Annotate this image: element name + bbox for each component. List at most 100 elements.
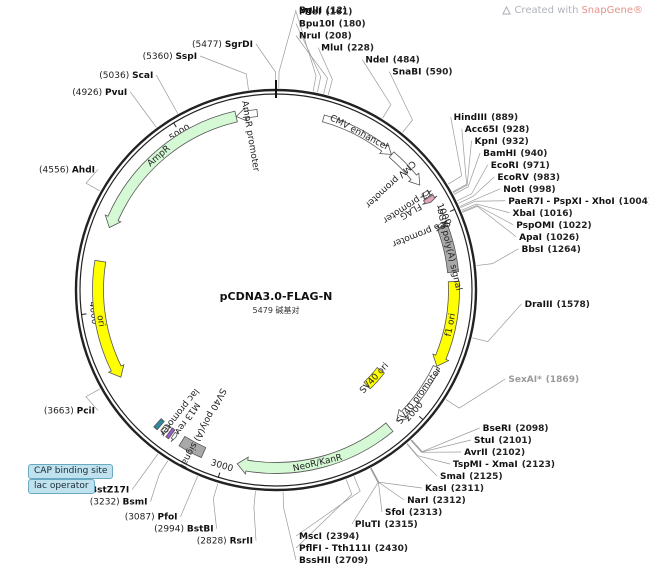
site-bamhi[interactable]: BamHI(940) bbox=[483, 149, 547, 159]
site-name: EcoRV(983) bbox=[497, 173, 560, 183]
site-name: SnaBI(590) bbox=[392, 68, 452, 78]
feature-lac-operator[interactable] bbox=[165, 427, 176, 440]
site-bsmi[interactable]: (3232) BsmI bbox=[90, 498, 148, 508]
site-ecorv[interactable]: EcoRV(983) bbox=[497, 173, 560, 183]
site-name: MfeI(161) bbox=[299, 8, 352, 18]
site-position: (590) bbox=[425, 68, 452, 78]
site-position: (998) bbox=[529, 185, 556, 195]
site-pluti[interactable]: PluTI(2315) bbox=[355, 520, 418, 530]
feature-sp6-promoter[interactable] bbox=[435, 222, 448, 229]
site-ndei[interactable]: NdeI(484) bbox=[365, 56, 419, 66]
site-leader-ahdi bbox=[85, 169, 101, 192]
snapgene-watermark: Created with SnapGene® bbox=[502, 5, 643, 16]
feature-cmv-enhancer[interactable] bbox=[321, 114, 392, 155]
site-pvui[interactable]: (4926) PvuI bbox=[72, 88, 127, 98]
feature-sv40-poly-a-signal[interactable] bbox=[178, 435, 207, 459]
site-avrii[interactable]: AvrII(2102) bbox=[464, 448, 525, 458]
site-position: (932) bbox=[502, 137, 529, 147]
site-nari[interactable]: NarI(2312) bbox=[407, 496, 466, 506]
site-xbai[interactable]: XbaI(1016) bbox=[513, 209, 573, 219]
watermark-prefix: Created with bbox=[514, 5, 579, 16]
site-position: (2125) bbox=[469, 472, 502, 482]
site-pcii[interactable]: (3663) PciI bbox=[44, 406, 95, 416]
site-leader-bbsi bbox=[476, 248, 519, 266]
site-bstbi[interactable]: (2994) BstBI bbox=[154, 525, 214, 535]
site-msci[interactable]: MscI(2394) bbox=[299, 532, 359, 542]
feature-cap-binding-site[interactable] bbox=[153, 418, 165, 431]
site-paer7i-pspxi-xhoi[interactable]: PaeR7I - PspXI - XhoI(1004) bbox=[508, 197, 649, 207]
site-stui[interactable]: StuI(2101) bbox=[474, 436, 532, 446]
feature-sv40-ori[interactable] bbox=[363, 367, 385, 390]
feature-ampr-promoter[interactable] bbox=[235, 107, 259, 122]
feature-bgh-poly-a-signal[interactable] bbox=[437, 225, 460, 274]
site-name: SfoI(2313) bbox=[385, 508, 442, 518]
site-leader-tspmi-xmai bbox=[406, 443, 450, 465]
feature-ori[interactable] bbox=[92, 259, 125, 378]
site-kasi[interactable]: KasI(2311) bbox=[425, 484, 484, 494]
site-name: ScaI bbox=[132, 71, 153, 81]
site-ahdi[interactable]: (4556) AhdI bbox=[39, 165, 95, 175]
site-sgrdi[interactable]: (5477) SgrDI bbox=[192, 40, 253, 50]
site-leader-bsshii bbox=[282, 491, 297, 561]
feature-lac-promoter[interactable] bbox=[160, 424, 171, 436]
site-name: TspMI - XmaI(2123) bbox=[453, 460, 555, 470]
site-leader-bstbi bbox=[212, 483, 219, 529]
site-snabi[interactable]: SnaBI(590) bbox=[392, 68, 452, 78]
backbone-layer: 10002000300040005000 bbox=[74, 80, 478, 492]
site-sfoi[interactable]: SfoI(2313) bbox=[385, 508, 442, 518]
site-sspi[interactable]: (5360) SspI bbox=[143, 52, 197, 62]
scale-tick-5000 bbox=[173, 122, 177, 128]
site-bbsi[interactable]: BbsI(1264) bbox=[522, 245, 581, 255]
site-rsrii[interactable]: (2828) RsrII bbox=[197, 537, 253, 547]
site-mlui[interactable]: MluI(228) bbox=[321, 44, 374, 54]
site-leader-pflfi-tth111i bbox=[295, 479, 353, 549]
site-name: NdeI(484) bbox=[365, 56, 419, 66]
site-pspomi[interactable]: PspOMI(1022) bbox=[516, 221, 591, 231]
feature-sv40-promoter[interactable] bbox=[396, 364, 441, 422]
plasmid-length-unit: 碱基对 bbox=[275, 305, 299, 315]
site-leader-pfoi bbox=[180, 476, 198, 517]
site-mfei[interactable]: MfeI(161) bbox=[299, 8, 352, 18]
site-draiii[interactable]: DraIII(1578) bbox=[525, 300, 590, 310]
site-name: ApaI(1026) bbox=[519, 233, 579, 243]
site-bpu10i[interactable]: Bpu10I(180) bbox=[299, 20, 366, 30]
feature-ampr[interactable] bbox=[104, 110, 238, 229]
site-noti[interactable]: NotI(998) bbox=[503, 185, 555, 195]
site-position: (208) bbox=[325, 32, 352, 42]
feature-flag[interactable] bbox=[422, 194, 438, 205]
site-label: (3663) PciI bbox=[44, 406, 95, 416]
site-leader-sgrdi bbox=[255, 43, 276, 89]
site-position: (180) bbox=[339, 20, 366, 30]
site-smai[interactable]: SmaI(2125) bbox=[440, 472, 503, 482]
site-sexai[interactable]: SexAI*(1869) bbox=[508, 375, 579, 385]
site-bsshii[interactable]: BssHII(2709) bbox=[299, 556, 368, 566]
site-tspmi-xmai[interactable]: TspMI - XmaI(2123) bbox=[453, 460, 555, 470]
site-acc65i[interactable]: Acc65I(928) bbox=[465, 125, 530, 135]
site-leader-xbai bbox=[461, 203, 510, 214]
scale-tick-4000 bbox=[81, 313, 87, 315]
lac-operator-badge[interactable]: lac operator bbox=[28, 479, 95, 494]
feature-t7-promoter[interactable] bbox=[420, 189, 432, 198]
feature-neor-kanr[interactable] bbox=[236, 422, 394, 475]
feature-f1-ori[interactable] bbox=[432, 280, 460, 367]
site-hindiii[interactable]: HindIII(889) bbox=[454, 113, 519, 123]
feature-cmv-promoter[interactable] bbox=[388, 151, 421, 186]
site-pflfi-tth111i[interactable]: PflFI - Tth111I(2430) bbox=[299, 544, 408, 554]
site-nrui[interactable]: NruI(208) bbox=[299, 32, 352, 42]
site-name: BsmI bbox=[123, 498, 148, 508]
site-bseri[interactable]: BseRI(2098) bbox=[483, 424, 549, 434]
site-ecori[interactable]: EcoRI(971) bbox=[491, 161, 550, 171]
site-leader-mlui bbox=[317, 47, 333, 95]
site-kpni[interactable]: KpnI(932) bbox=[475, 137, 529, 147]
site-pfoi[interactable]: (3087) PfoI bbox=[125, 513, 178, 523]
cap-binding-site-badge[interactable]: CAP binding site bbox=[28, 464, 114, 479]
site-scai[interactable]: (5036) ScaI bbox=[99, 71, 153, 81]
site-leader-bstz17i bbox=[131, 453, 159, 490]
feature-m13-rev[interactable] bbox=[170, 430, 179, 442]
site-position: (2312) bbox=[433, 496, 466, 506]
site-name: XbaI(1016) bbox=[513, 209, 573, 219]
site-position: (928) bbox=[502, 125, 529, 135]
site-apai[interactable]: ApaI(1026) bbox=[519, 233, 579, 243]
site-name: Acc65I(928) bbox=[465, 125, 530, 135]
site-leader-nrui bbox=[295, 35, 328, 94]
